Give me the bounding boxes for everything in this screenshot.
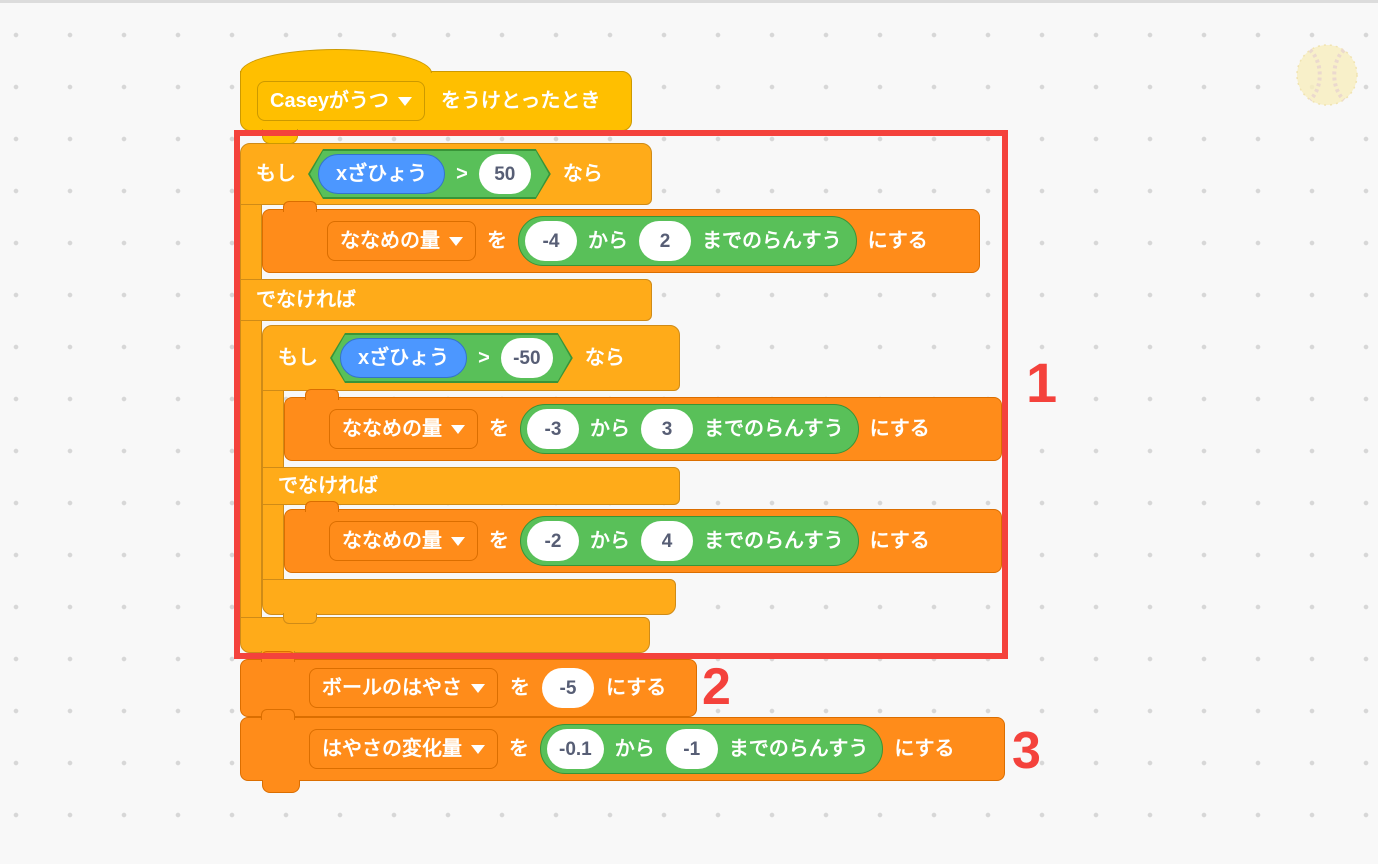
then-label: なら <box>584 347 625 369</box>
else-label: でなければ <box>278 475 378 497</box>
dropdown-caret-icon <box>471 683 485 693</box>
kara-label: から <box>590 418 630 440</box>
dropdown-caret-icon <box>451 424 465 434</box>
set-variable-block-3[interactable]: ななめの量 を -2 から 4 までのらんすう にする <box>284 501 1002 573</box>
inner-if-bottom-cap[interactable] <box>262 579 676 624</box>
set-variable-block-5[interactable]: はやさの変化量 を -0.1 から -1 までのらんすう にする <box>240 709 1005 781</box>
kara-label: から <box>614 738 655 760</box>
annotation-number-3: 3 <box>1012 722 1041 780</box>
stack-bottom-bump <box>262 780 300 793</box>
x-position-reporter[interactable]: xざひょう <box>340 338 467 378</box>
made-label: までのらんすう <box>728 738 869 760</box>
hat-block-dome <box>240 49 432 73</box>
block-top-tab <box>305 389 339 400</box>
set-tail-label: にする <box>894 738 955 760</box>
random-to-input[interactable]: -1 <box>665 729 718 769</box>
tennis-ball-icon <box>1296 44 1358 106</box>
if-label: もし <box>256 163 296 185</box>
variable-dropdown-value: ななめの量 <box>342 530 442 552</box>
random-from-input[interactable]: -4 <box>525 221 577 261</box>
operator-symbol: > <box>456 163 468 185</box>
annotation-number-1: 1 <box>1026 351 1058 414</box>
kara-label: から <box>590 530 630 552</box>
inner-else-arm[interactable]: でなければ <box>262 467 680 505</box>
particle-label: を <box>489 418 509 440</box>
variable-dropdown-value: ななめの量 <box>342 418 442 440</box>
outer-if-spine <box>240 199 262 621</box>
outer-else-arm[interactable]: でなければ <box>240 279 652 321</box>
set-value-input[interactable]: -5 <box>542 668 594 708</box>
variable-dropdown[interactable]: はやさの変化量 <box>309 729 498 769</box>
set-variable-block-2[interactable]: ななめの量 を -3 から 3 までのらんすう にする <box>284 389 1002 461</box>
set-tail-label: にする <box>606 677 667 699</box>
random-to-input[interactable]: 4 <box>641 521 693 561</box>
inner-if-header[interactable]: もし xざひょう > -50 なら <box>262 325 680 391</box>
inner-cap-bottom-tab <box>283 613 317 624</box>
set-variable-block-4[interactable]: ボールのはやさ を -5 にする <box>240 651 697 717</box>
dropdown-caret-icon <box>449 236 463 246</box>
set-tail-label: にする <box>869 418 930 440</box>
then-label: なら <box>562 163 603 185</box>
made-label: までのらんすう <box>702 230 842 252</box>
variable-dropdown[interactable]: ななめの量 <box>329 409 478 449</box>
variable-dropdown[interactable]: ななめの量 <box>327 221 476 261</box>
random-to-input[interactable]: 3 <box>641 409 693 449</box>
set-tail-label: にする <box>869 530 930 552</box>
greater-than-condition[interactable]: xざひょう > -50 <box>330 333 573 383</box>
broadcast-dropdown[interactable]: Caseyがうつ <box>257 81 425 121</box>
made-label: までのらんすう <box>704 418 844 440</box>
when-receive-label: をうけとったとき <box>440 90 601 112</box>
pick-random-block[interactable]: -4 から 2 までのらんすう <box>518 216 857 266</box>
particle-label: を <box>489 530 509 552</box>
set-tail-label: にする <box>867 230 928 252</box>
variable-dropdown[interactable]: ななめの量 <box>329 521 478 561</box>
if-label: もし <box>278 347 318 369</box>
variable-dropdown-value: ななめの量 <box>340 230 440 252</box>
annotation-number-2: 2 <box>702 658 731 716</box>
dropdown-caret-icon <box>451 536 465 546</box>
pick-random-block[interactable]: -2 から 4 までのらんすう <box>520 516 859 566</box>
set-variable-block-1[interactable]: ななめの量 を -4 から 2 までのらんすう にする <box>262 201 980 273</box>
particle-label: を <box>510 677 530 699</box>
block-top-tab <box>261 709 295 720</box>
variable-dropdown-value: はやさの変化量 <box>322 738 462 760</box>
condition-value-input[interactable]: 50 <box>479 154 531 194</box>
else-label: でなければ <box>256 289 356 311</box>
dropdown-caret-icon <box>471 744 485 754</box>
random-from-input[interactable]: -2 <box>527 521 579 561</box>
hat-block-bottom-tab <box>262 129 298 144</box>
x-position-label: xざひょう <box>358 347 450 369</box>
outer-if-header[interactable]: もし xざひょう > 50 なら <box>240 143 652 205</box>
random-from-input[interactable]: -3 <box>527 409 579 449</box>
block-top-tab <box>261 651 295 662</box>
greater-than-condition[interactable]: xざひょう > 50 <box>308 149 551 199</box>
x-position-label: xざひょう <box>336 163 428 185</box>
block-top-tab <box>283 201 317 212</box>
broadcast-dropdown-value: Caseyがうつ <box>270 90 389 112</box>
particle-label: を <box>509 738 529 760</box>
made-label: までのらんすう <box>704 530 844 552</box>
pick-random-block[interactable]: -3 から 3 までのらんすう <box>520 404 859 454</box>
kara-label: から <box>588 230 628 252</box>
random-to-input[interactable]: 2 <box>639 221 691 261</box>
variable-dropdown-value: ボールのはやさ <box>322 677 462 699</box>
condition-value-input[interactable]: -50 <box>501 338 553 378</box>
x-position-reporter[interactable]: xざひょう <box>318 154 445 194</box>
dropdown-caret-icon <box>397 96 412 106</box>
random-from-input[interactable]: -0.1 <box>547 729 604 769</box>
operator-symbol: > <box>478 347 490 369</box>
pick-random-block[interactable]: -0.1 から -1 までのらんすう <box>540 724 884 774</box>
variable-dropdown[interactable]: ボールのはやさ <box>309 668 498 708</box>
particle-label: を <box>487 230 507 252</box>
block-top-tab <box>305 501 339 512</box>
when-receive-block[interactable]: Caseyがうつ をうけとったとき <box>240 71 632 131</box>
